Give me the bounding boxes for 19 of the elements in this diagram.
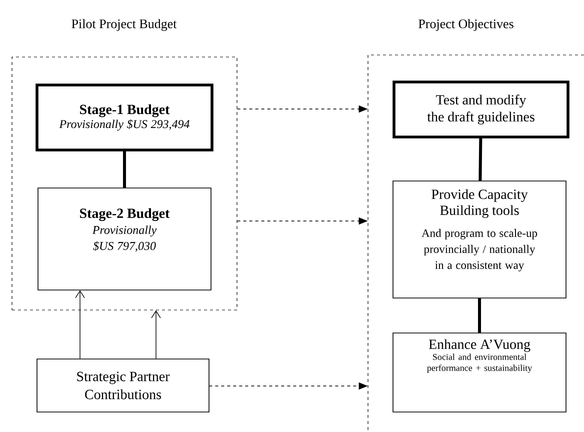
group-heading: Project Objectives xyxy=(418,19,514,31)
text-box xyxy=(38,188,212,290)
text-box xyxy=(392,332,566,412)
box-text: Strategic Partner Contributions xyxy=(77,372,170,400)
box-text: Provide Capacity Building tools And program to scale-up provincially / nationally in a consistent way xyxy=(422,189,538,272)
connector xyxy=(75,290,85,360)
connector xyxy=(478,137,482,181)
box-text: Enhance A’Vuong Social and environmental performance + sustainability xyxy=(427,339,532,373)
box-text: Test and modify the draft guidelines xyxy=(427,94,534,124)
text-box xyxy=(36,358,210,412)
text-box xyxy=(36,84,214,152)
connector xyxy=(151,310,161,360)
group-heading: Pilot Project Budget xyxy=(72,19,177,31)
box-text: Stage-1 Budget Provisionally $US 293,494 xyxy=(59,104,190,131)
text-box xyxy=(392,80,570,138)
connector xyxy=(478,298,481,333)
box-text: Stage-2 Budget Provisionally $US 797,030 xyxy=(80,208,170,252)
text-box xyxy=(392,180,566,298)
connector xyxy=(123,150,126,188)
